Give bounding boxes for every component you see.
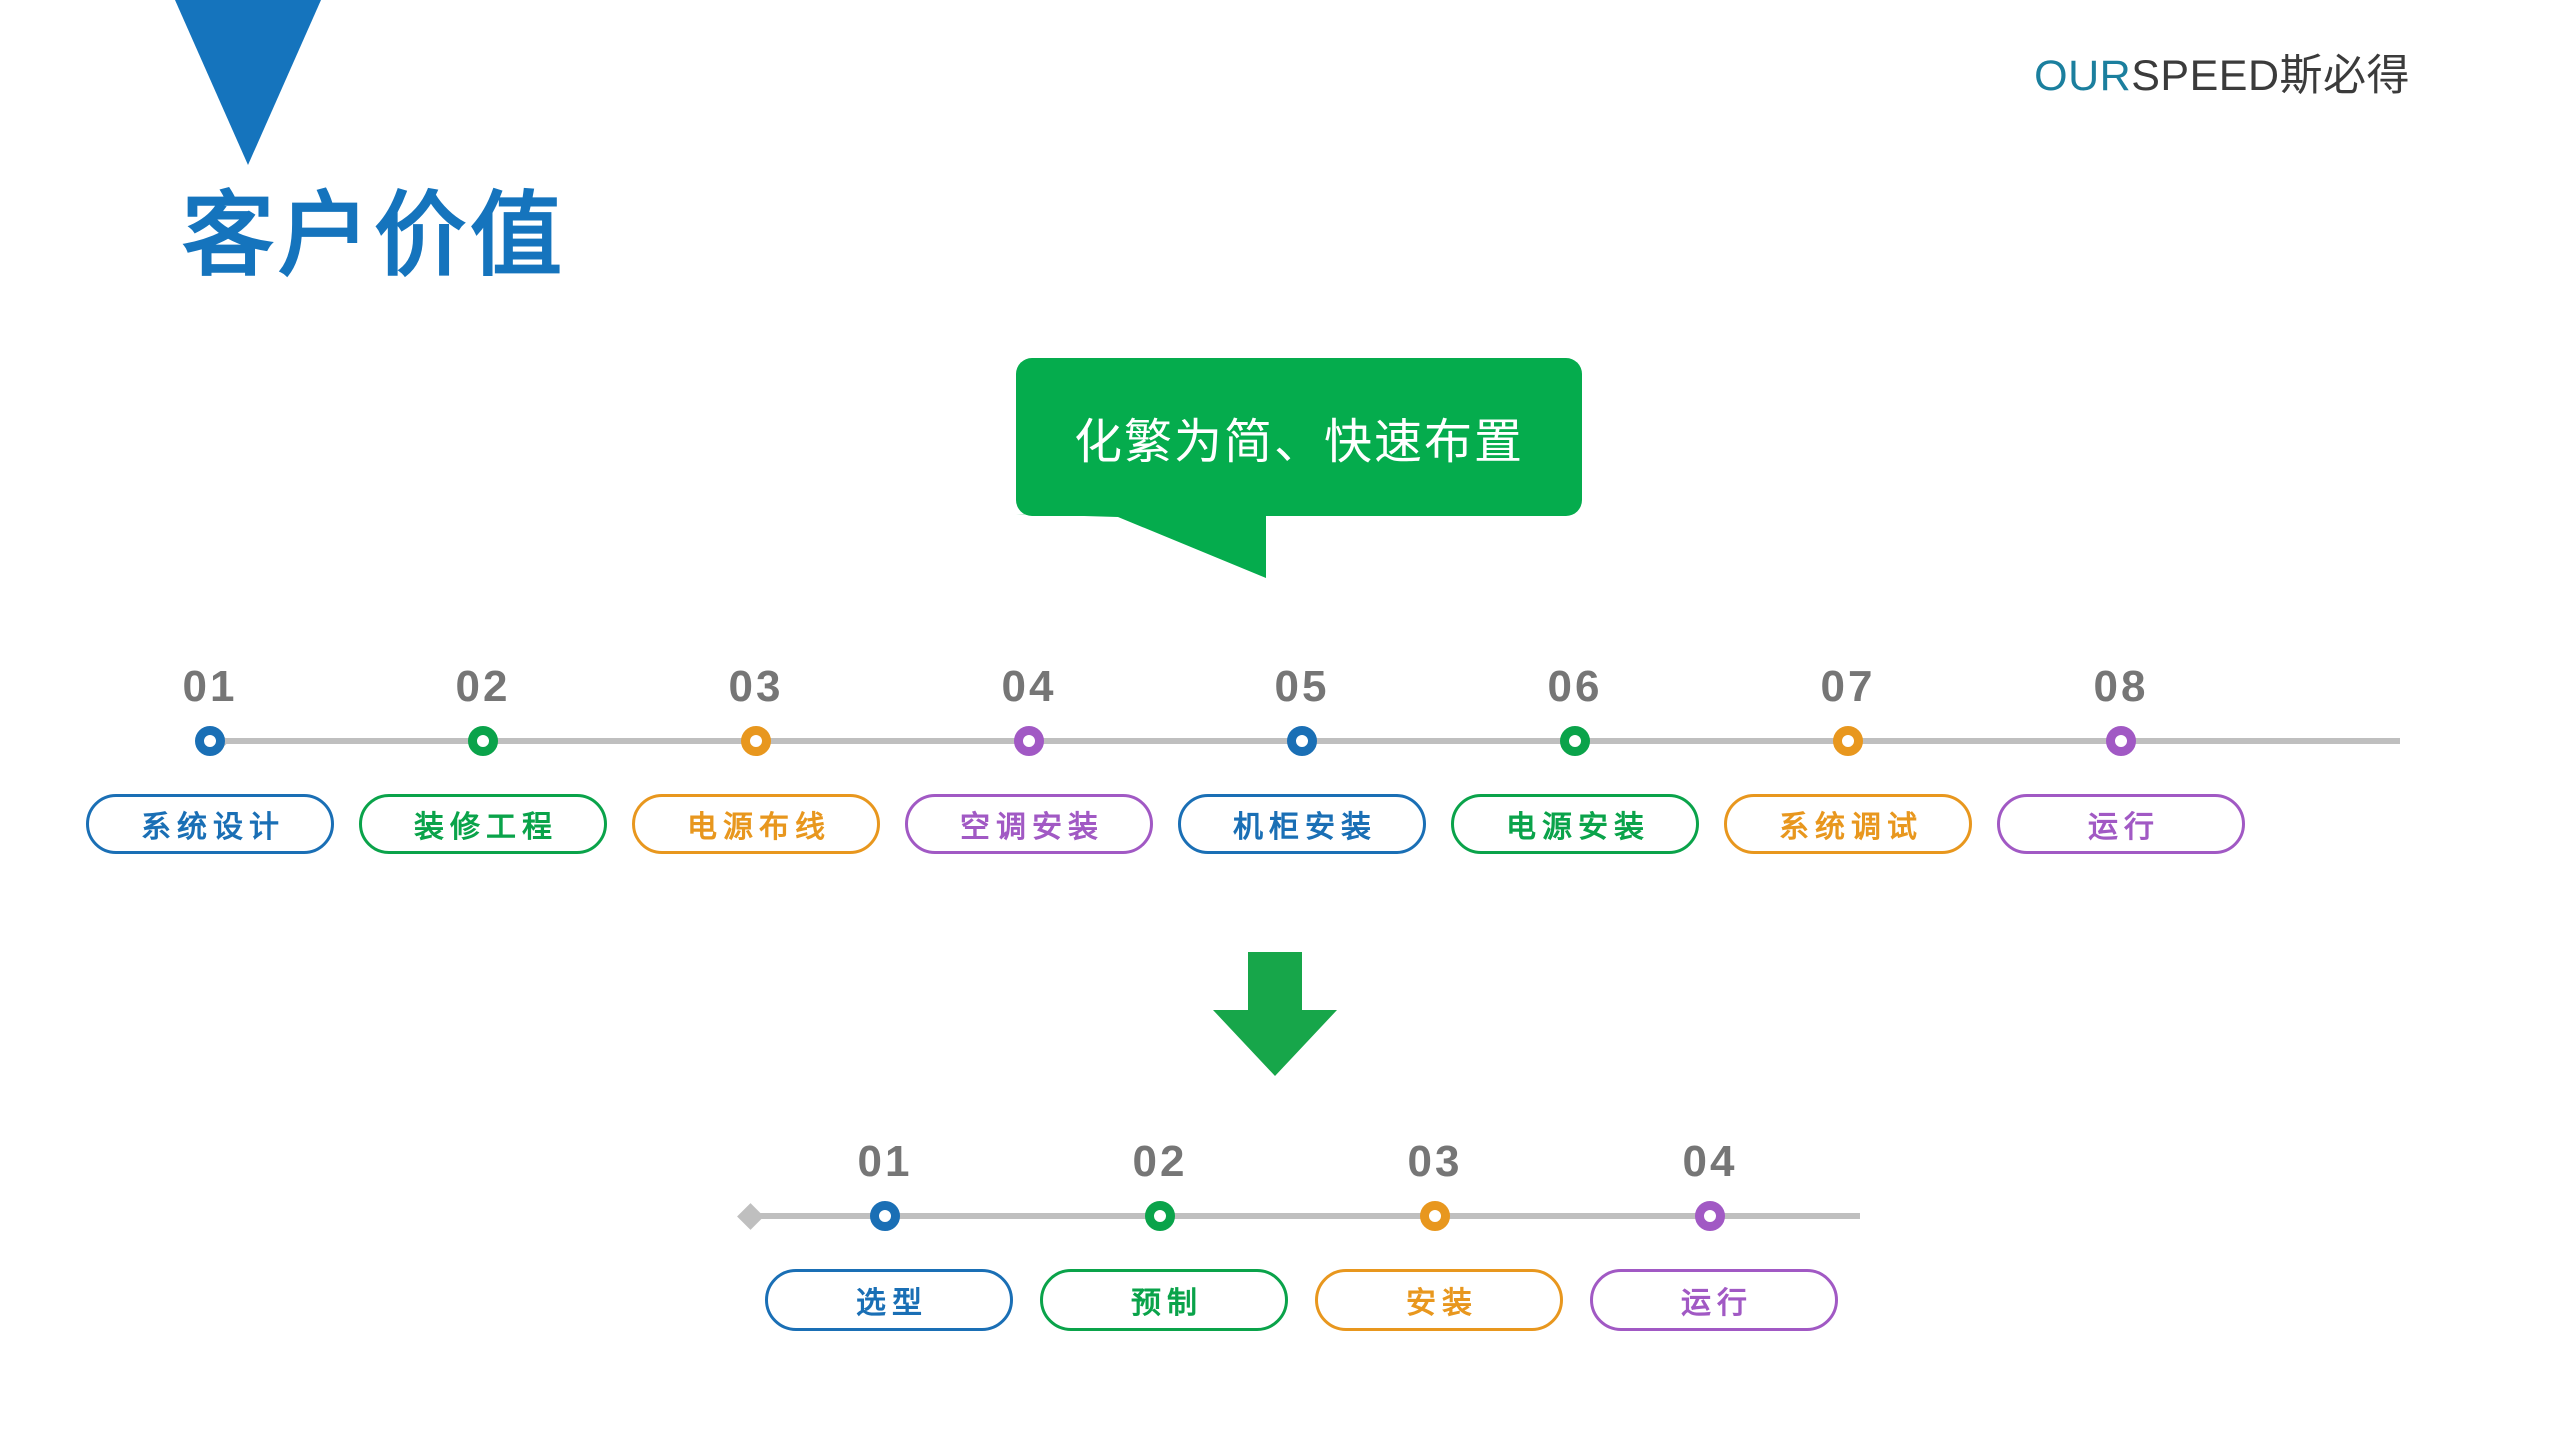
logo-chinese-name: 斯必得 <box>2279 52 2410 100</box>
step-number: 01 <box>857 1137 913 1186</box>
timeline-node[interactable] <box>1014 726 1044 756</box>
step-number: 01 <box>182 662 238 711</box>
step-number: 08 <box>2093 662 2149 711</box>
timeline-node[interactable] <box>870 1201 900 1231</box>
logo-word: SPEED <box>2131 52 2280 100</box>
step-pill[interactable]: 电源布线 <box>632 794 880 854</box>
timeline-start-diamond-icon <box>737 1203 764 1230</box>
step-number: 04 <box>1001 662 1057 711</box>
timeline-node[interactable] <box>2106 726 2136 756</box>
step-pill[interactable]: 安装 <box>1315 1269 1563 1331</box>
step-pill[interactable]: 装修工程 <box>359 794 607 854</box>
step-number: 02 <box>1132 1137 1188 1186</box>
callout-text: 化繁为简、快速布置 <box>1073 416 1524 469</box>
step-number: 06 <box>1547 662 1603 711</box>
timeline-node[interactable] <box>1145 1201 1175 1231</box>
logo-prefix: OUR <box>2034 52 2132 100</box>
timeline-node[interactable] <box>468 726 498 756</box>
step-pill[interactable]: 预制 <box>1040 1269 1288 1331</box>
step-pill[interactable]: 电源安装 <box>1451 794 1699 854</box>
timeline-node[interactable] <box>1420 1201 1450 1231</box>
step-pill[interactable]: 选型 <box>765 1269 1013 1331</box>
step-number: 05 <box>1274 662 1330 711</box>
step-pill[interactable]: 运行 <box>1997 794 2245 854</box>
page-title: 客户价值 <box>182 185 567 287</box>
brand-logo: OURSPEED斯必得 <box>2034 55 2410 98</box>
timeline-node[interactable] <box>195 726 225 756</box>
timeline-node[interactable] <box>741 726 771 756</box>
step-number: 03 <box>728 662 784 711</box>
timeline-node[interactable] <box>1833 726 1863 756</box>
brand-triangle-icon <box>175 0 321 165</box>
timeline-axis <box>745 1213 1860 1219</box>
step-number: 07 <box>1820 662 1876 711</box>
step-pill[interactable]: 系统设计 <box>86 794 334 854</box>
step-number: 04 <box>1682 1137 1738 1186</box>
callout-tail-shape <box>1016 514 1266 578</box>
step-pill[interactable]: 空调安装 <box>905 794 1153 854</box>
step-pill[interactable]: 运行 <box>1590 1269 1838 1331</box>
step-pill[interactable]: 系统调试 <box>1724 794 1972 854</box>
step-pill[interactable]: 机柜安装 <box>1178 794 1426 854</box>
step-number: 03 <box>1407 1137 1463 1186</box>
callout-bubble: 化繁为简、快速布置 <box>1016 358 1582 516</box>
step-number: 02 <box>455 662 511 711</box>
timeline-node[interactable] <box>1287 726 1317 756</box>
timeline-node[interactable] <box>1560 726 1590 756</box>
timeline-node[interactable] <box>1695 1201 1725 1231</box>
down-arrow-icon <box>1213 952 1337 1076</box>
